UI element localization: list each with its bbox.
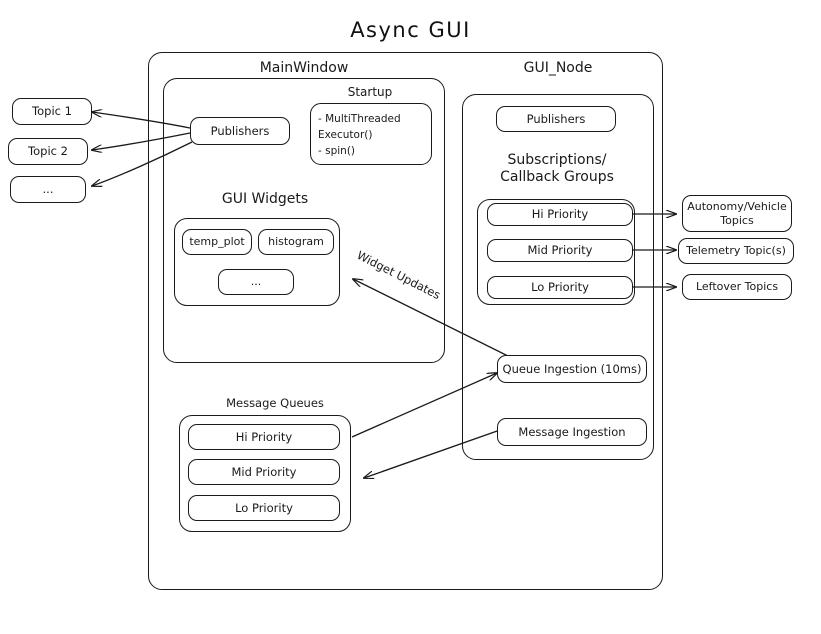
external-topic-label: Topic 2 xyxy=(28,144,68,159)
page-title: Async GUI xyxy=(350,18,471,42)
right-topic-label: Leftover Topics xyxy=(695,280,779,294)
message-queues-title: Message Queues xyxy=(226,396,324,410)
message-ingestion-label: Message Ingestion xyxy=(518,424,626,439)
callback-group-label: Hi Priority xyxy=(531,207,589,222)
gui-widgets-container xyxy=(174,218,340,306)
gui-widgets-title: GUI Widgets xyxy=(221,191,309,207)
external-topic-box-1[interactable]: Topic 1 xyxy=(12,98,92,125)
subscriptions-container xyxy=(477,199,635,305)
startup-title: Startup xyxy=(347,85,393,99)
main-window-publishers-box[interactable]: Publishers xyxy=(190,117,290,145)
right-topic-box-leftover[interactable]: Leftover Topics xyxy=(682,274,792,300)
right-topic-box-autonomy[interactable]: Autonomy/Vehicle Topics xyxy=(682,195,792,232)
right-topic-label: Autonomy/Vehicle Topics xyxy=(687,199,787,227)
queue-label: Hi Priority xyxy=(235,429,293,444)
external-topic-box-3[interactable]: ... xyxy=(10,176,86,203)
widget-box-histogram[interactable]: histogram xyxy=(258,229,334,255)
external-topic-box-2[interactable]: Topic 2 xyxy=(8,138,88,165)
external-topic-label: ... xyxy=(42,182,54,197)
callback-group-box-lo[interactable]: Lo Priority xyxy=(487,276,633,299)
message-ingestion-box[interactable]: Message Ingestion xyxy=(497,418,647,446)
publishers-label: Publishers xyxy=(210,123,270,138)
gui-node-publishers-box[interactable]: Publishers xyxy=(496,106,616,132)
queue-label: Mid Priority xyxy=(231,464,297,479)
subscriptions-title: Subscriptions/ Callback Groups xyxy=(500,152,614,186)
queue-ingestion-label: Queue Ingestion (10ms) xyxy=(502,361,642,376)
startup-box xyxy=(310,103,432,165)
main-window-title: MainWindow xyxy=(259,60,349,76)
widget-label: temp_plot xyxy=(189,235,245,249)
main-window-container xyxy=(163,78,445,363)
gui-node-title: GUI_Node xyxy=(523,60,593,76)
widget-label: histogram xyxy=(268,235,324,249)
callback-group-label: Lo Priority xyxy=(531,280,589,295)
callback-group-label: Mid Priority xyxy=(527,243,593,258)
right-topic-label: Telemetry Topic(s) xyxy=(686,244,786,258)
widget-box-more[interactable]: ... xyxy=(218,269,294,295)
callback-group-box-mid[interactable]: Mid Priority xyxy=(487,239,633,262)
queue-ingestion-box[interactable]: Queue Ingestion (10ms) xyxy=(497,355,647,383)
external-topic-label: Topic 1 xyxy=(32,104,72,119)
publishers-label: Publishers xyxy=(526,111,586,126)
right-topic-box-telemetry[interactable]: Telemetry Topic(s) xyxy=(678,238,794,264)
widget-label: ... xyxy=(250,275,262,289)
gui-node-container xyxy=(462,94,654,460)
message-queue-box-hi[interactable]: Hi Priority xyxy=(188,424,340,450)
widget-box-temp-plot[interactable]: temp_plot xyxy=(182,229,252,255)
message-queues-container xyxy=(179,415,351,532)
system-container xyxy=(148,52,663,590)
startup-items: - MultiThreaded Executor() - spin() xyxy=(318,113,401,157)
message-queue-box-lo[interactable]: Lo Priority xyxy=(188,495,340,521)
message-queue-box-mid[interactable]: Mid Priority xyxy=(188,459,340,485)
callback-group-box-hi[interactable]: Hi Priority xyxy=(487,203,633,226)
queue-label: Lo Priority xyxy=(235,500,293,515)
